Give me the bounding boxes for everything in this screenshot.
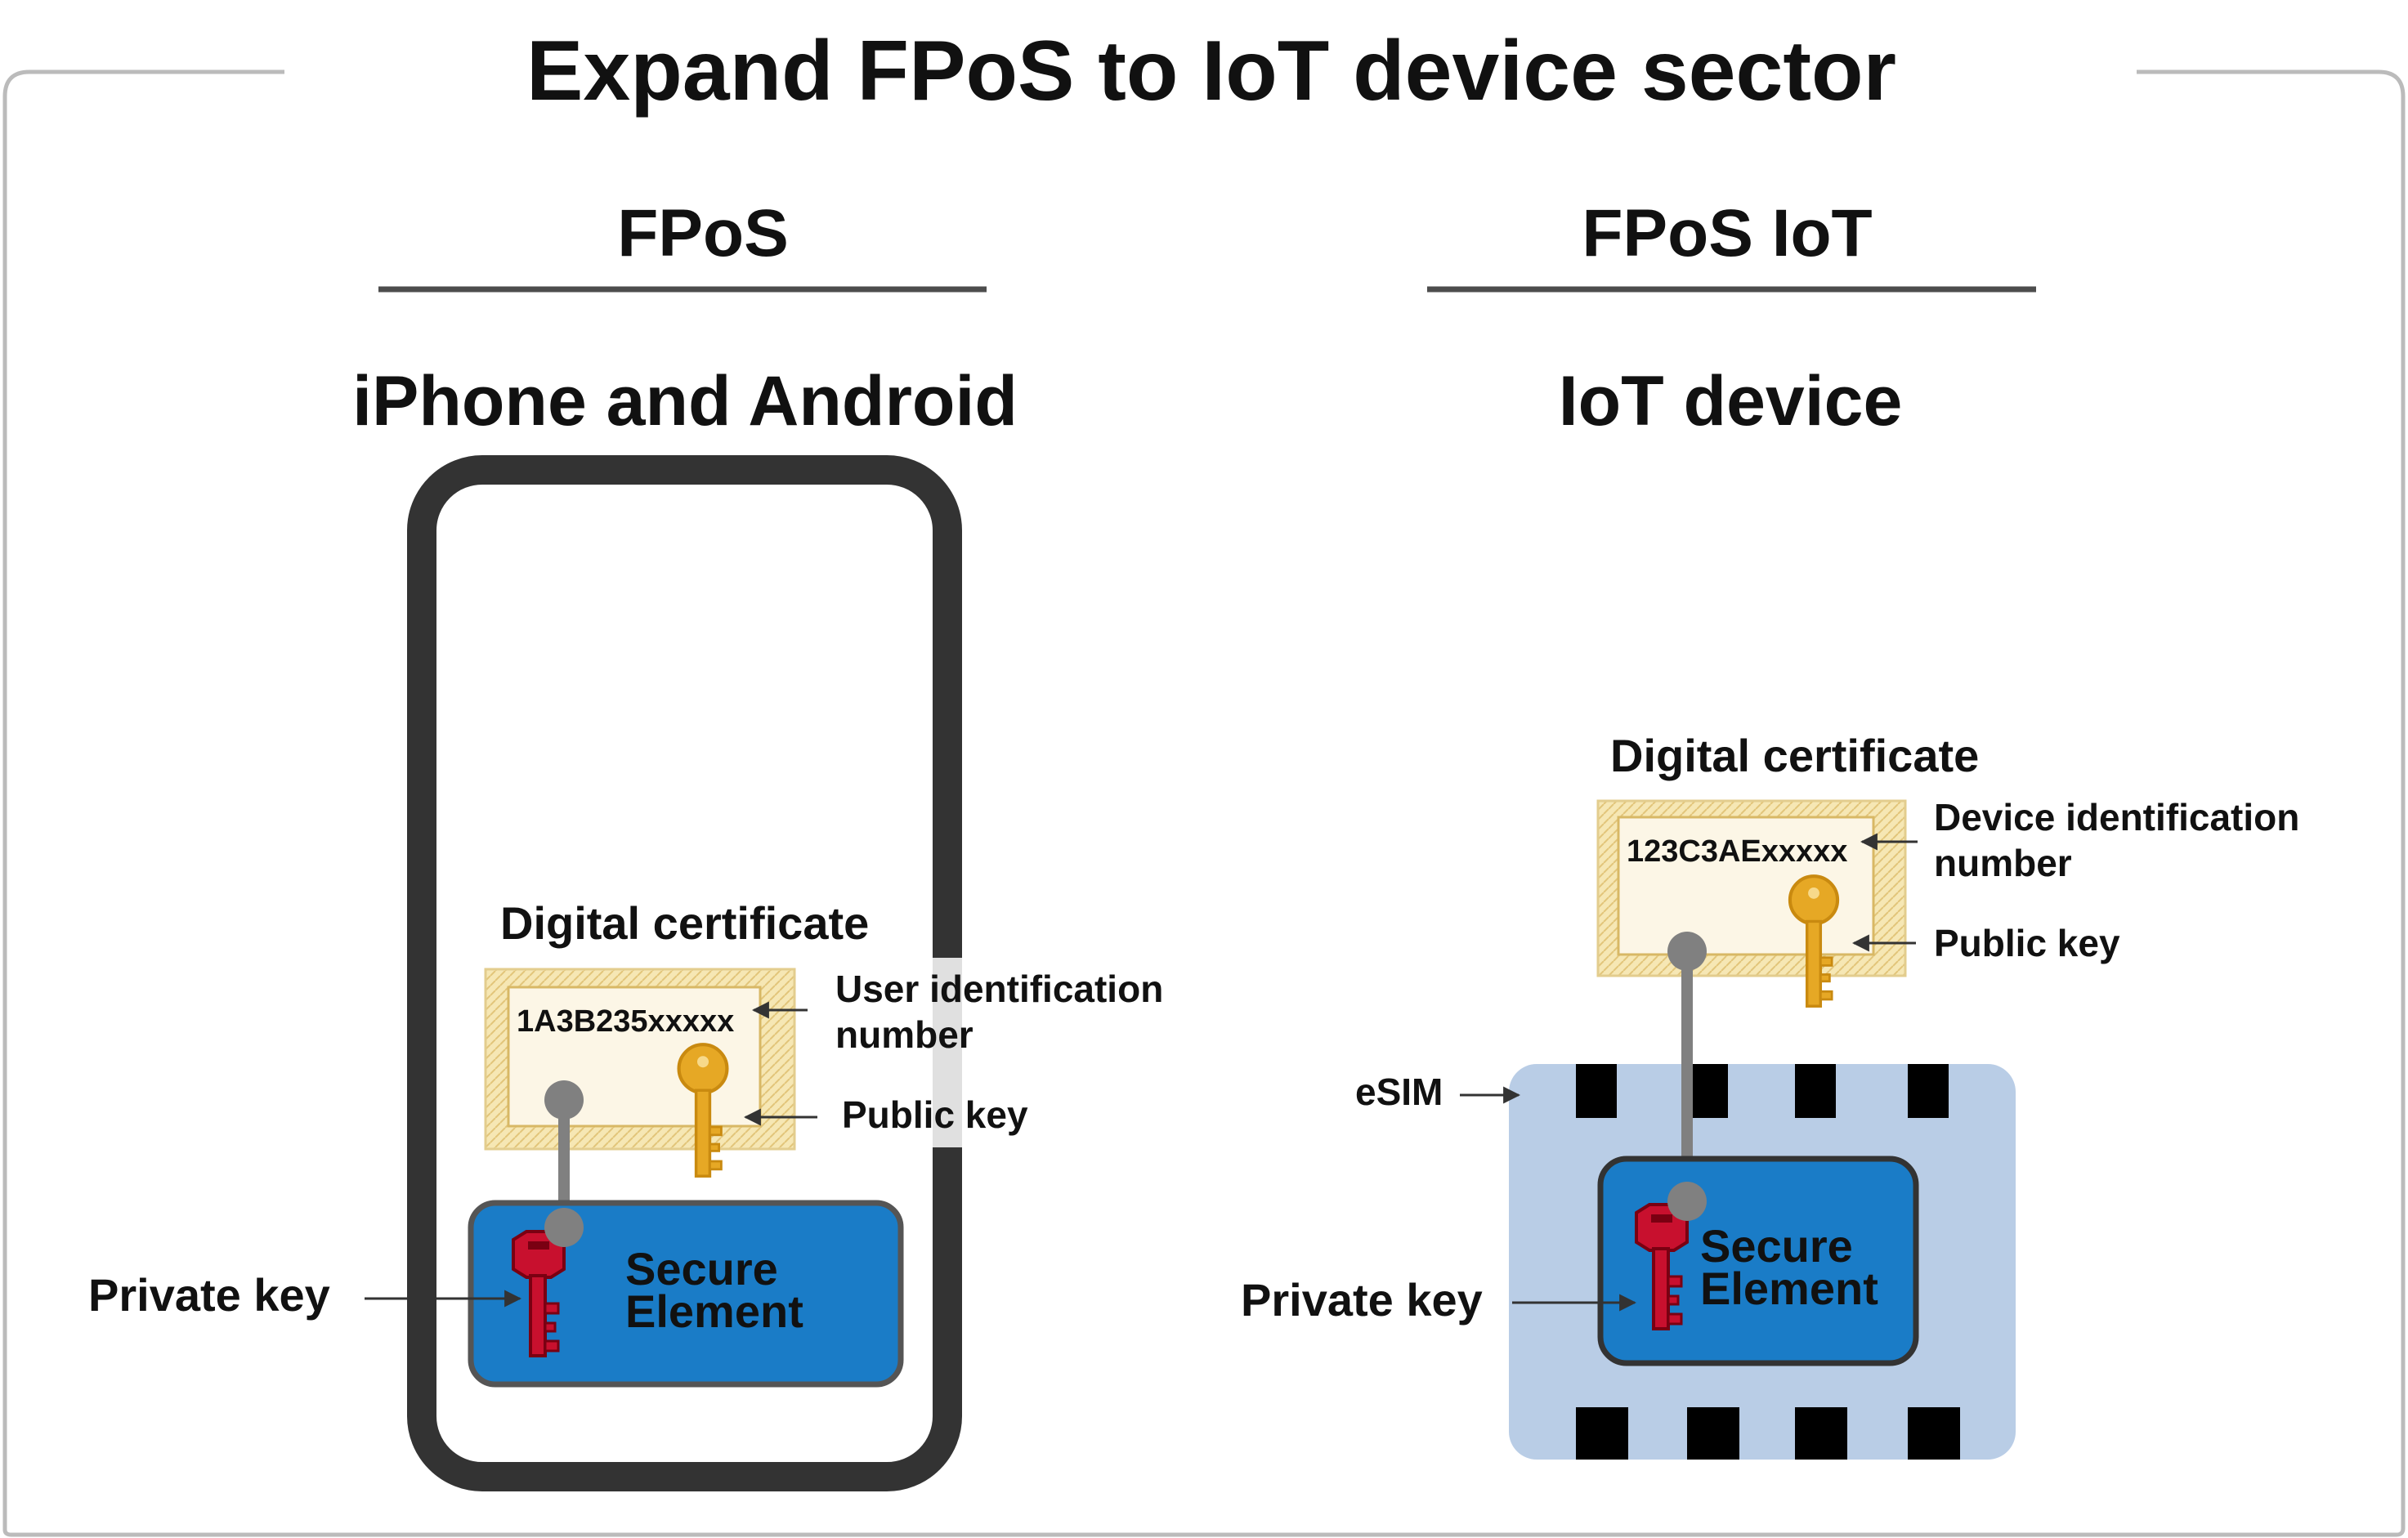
esim-contact-bottom-3 — [1795, 1407, 1847, 1460]
left-certificate-id: 1A3B235xxxxx — [517, 1004, 734, 1039]
left-label-panel — [830, 958, 1195, 1147]
esim-contact-top-1 — [1576, 1064, 1617, 1118]
fpos-subheading: iPhone and Android — [352, 362, 1018, 440]
esim-contact-top-4 — [1908, 1064, 1949, 1118]
right-certificate-id: 123C3AExxxxx — [1627, 834, 1847, 869]
right-id-label-line2: number — [1934, 842, 2072, 884]
right-secure-element-line2: Element — [1700, 1263, 1878, 1314]
right-connector-top-dot — [1667, 932, 1707, 971]
right-certificate-title: Digital certificate — [1610, 730, 1979, 781]
left-connector-top-dot — [544, 1080, 584, 1120]
right-connector-bottom-dot — [1667, 1182, 1707, 1221]
left-private-key-label: Private key — [88, 1269, 330, 1321]
left-connector-bottom-dot — [544, 1208, 584, 1247]
right-id-label-line1: Device identification — [1934, 796, 2299, 838]
fpos-section: FPoS iPhone and Android Digital certific… — [88, 196, 1195, 1491]
esim-contact-top-2 — [1687, 1064, 1728, 1118]
right-secure-element-line1: Secure — [1700, 1220, 1853, 1272]
fpos-iot-heading: FPoS IoT — [1582, 196, 1872, 270]
fpos-heading: FPoS — [617, 196, 789, 270]
left-certificate-title: Digital certificate — [500, 897, 869, 949]
esim-label: eSIM — [1355, 1071, 1443, 1113]
right-public-key-label: Public key — [1934, 922, 2120, 964]
fpos-iot-section: FPoS IoT IoT device Digital certificate … — [1241, 196, 2299, 1460]
left-secure-element — [468, 1200, 904, 1388]
left-id-label-line2: number — [835, 1013, 973, 1056]
esim-contact-bottom-4 — [1908, 1407, 1960, 1460]
outer-frame — [2, 69, 2406, 1537]
esim-contact-bottom-2 — [1687, 1407, 1739, 1460]
left-secure-element-line2: Element — [625, 1285, 803, 1337]
diagram-title: Expand FPoS to IoT device sector — [526, 24, 1896, 118]
right-private-key-label: Private key — [1241, 1274, 1483, 1326]
left-public-key-label: Public key — [842, 1093, 1028, 1136]
left-secure-element-line1: Secure — [625, 1243, 778, 1294]
esim-contact-top-3 — [1795, 1064, 1836, 1118]
esim-contact-bottom-1 — [1576, 1407, 1628, 1460]
left-id-label-line1: User identification — [835, 968, 1163, 1010]
fpos-iot-subheading: IoT device — [1559, 362, 1903, 440]
